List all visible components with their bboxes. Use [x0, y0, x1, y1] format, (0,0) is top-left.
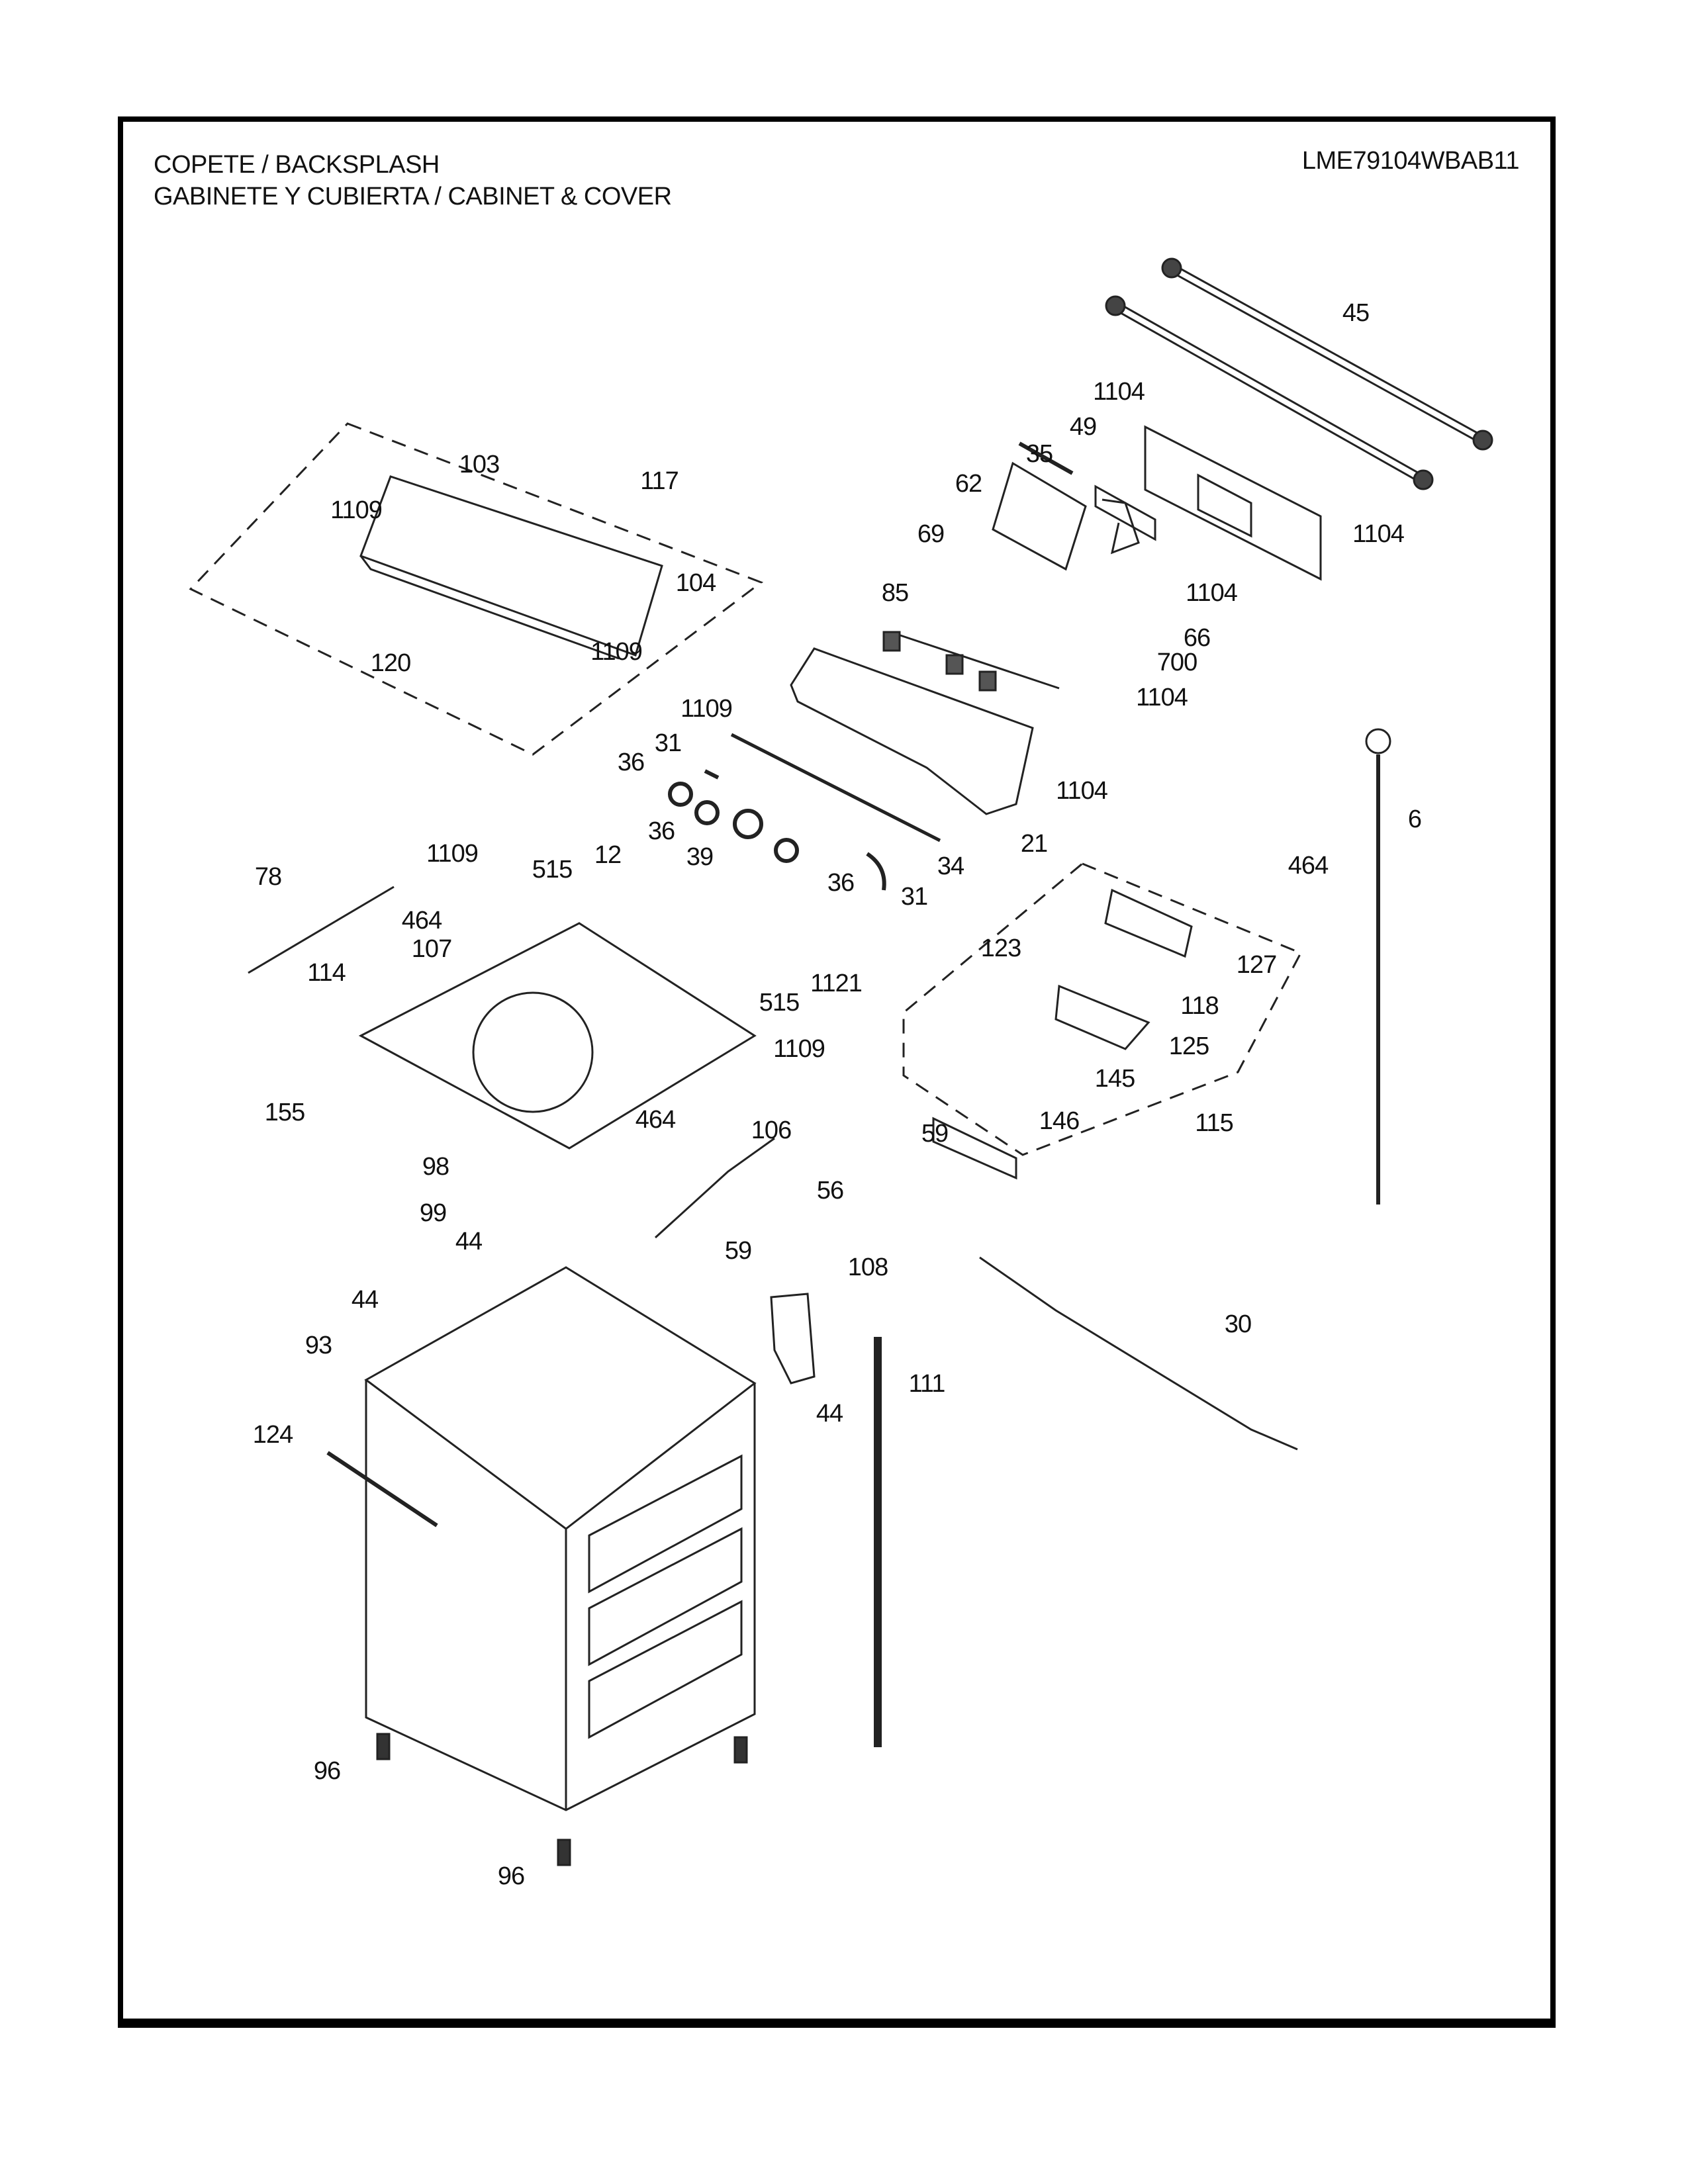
part-85-switches: [882, 631, 1060, 692]
callout-label-515: 515: [759, 989, 800, 1017]
part-69-pcb: [992, 461, 1087, 571]
callout-label-99: 99: [419, 1199, 447, 1227]
part-56-harness: [654, 1137, 775, 1239]
part-45-inlet-hoses: [1105, 257, 1493, 490]
callout-label-117: 117: [640, 467, 679, 495]
part-117-lid: [359, 475, 663, 657]
callout-label-21: 21: [1020, 830, 1048, 858]
callout-label-1104: 1104: [1186, 579, 1238, 607]
callout-label-464: 464: [635, 1106, 676, 1134]
callout-label-123: 123: [980, 934, 1021, 962]
callout-label-108: 108: [847, 1253, 888, 1281]
callout-label-155: 155: [264, 1099, 305, 1126]
callout-label-44: 44: [455, 1228, 483, 1255]
callout-label-1121: 1121: [810, 970, 863, 997]
callout-label-114: 114: [307, 959, 346, 987]
part-21-console: [790, 647, 1034, 815]
callout-label-98: 98: [422, 1153, 449, 1181]
callout-label-36: 36: [647, 817, 675, 845]
part-96-foot: [733, 1736, 748, 1764]
part-117-lid-group: [189, 422, 764, 756]
callout-label-145: 145: [1094, 1065, 1135, 1093]
model-number: LME79104WBAB11: [1301, 147, 1520, 175]
callout-label-1109: 1109: [680, 695, 733, 723]
callout-label-31: 31: [900, 883, 928, 911]
part-115-dispenser-group: [902, 862, 1303, 1156]
callout-label-104: 104: [675, 569, 716, 597]
callout-label-78: 78: [254, 863, 282, 891]
callout-label-44: 44: [351, 1286, 379, 1314]
callout-label-464: 464: [1288, 852, 1329, 880]
callout-label-1109: 1109: [773, 1035, 825, 1063]
callout-label-1104: 1104: [1056, 777, 1108, 805]
callout-label-12: 12: [594, 841, 622, 869]
callout-label-35: 35: [1025, 440, 1053, 468]
callout-label-515: 515: [532, 856, 573, 884]
callout-label-107: 107: [411, 935, 452, 963]
section-title-cabinet-cover: GABINETE Y CUBIERTA / CABINET & COVER: [154, 183, 672, 210]
callout-label-464: 464: [401, 907, 442, 934]
callout-label-120: 120: [370, 649, 411, 677]
callout-label-39: 39: [686, 843, 714, 871]
part-49-rear-panel: [1144, 425, 1322, 581]
callout-label-96: 96: [313, 1757, 341, 1785]
callout-label-49: 49: [1069, 413, 1097, 441]
callout-label-1109: 1109: [426, 840, 479, 868]
callout-label-111: 111: [908, 1370, 946, 1398]
callout-label-34: 34: [937, 852, 964, 880]
callout-label-66: 66: [1183, 624, 1211, 652]
callout-label-85: 85: [881, 579, 909, 607]
part-114-top-cover: [358, 922, 757, 1150]
part-96-foot: [376, 1733, 391, 1760]
part-6-pressure-switch: [1365, 728, 1391, 1205]
callout-label-44: 44: [816, 1400, 843, 1428]
callout-label-103: 103: [459, 451, 500, 478]
callout-label-36: 36: [827, 869, 855, 897]
part-96-foot: [557, 1839, 571, 1866]
part-62-bracket: [1018, 441, 1074, 475]
callout-label-124: 124: [252, 1421, 293, 1449]
callout-label-1104: 1104: [1136, 684, 1188, 711]
callout-label-59: 59: [724, 1237, 752, 1265]
callout-label-31: 31: [654, 729, 682, 757]
part-124-rail: [326, 1451, 438, 1527]
drawing-border: [118, 116, 1556, 2028]
part-66-harness: [1102, 498, 1140, 555]
callout-label-700: 700: [1156, 649, 1197, 676]
knobs: [668, 782, 799, 863]
callout-label-59: 59: [921, 1120, 949, 1148]
callout-label-62: 62: [955, 470, 982, 498]
section-title-backsplash: COPETE / BACKSPLASH: [154, 151, 440, 179]
part-108: [770, 1293, 816, 1385]
callout-label-36: 36: [617, 749, 645, 776]
callout-label-56: 56: [816, 1177, 844, 1205]
callout-label-69: 69: [917, 520, 945, 548]
callout-label-115: 115: [1195, 1109, 1234, 1137]
callout-label-1104: 1104: [1093, 378, 1145, 406]
callout-label-127: 127: [1236, 951, 1277, 979]
part-30-harness: [979, 1256, 1298, 1451]
callout-label-30: 30: [1224, 1310, 1252, 1338]
part-35-plate: [1094, 484, 1156, 541]
callout-label-1104: 1104: [1352, 520, 1405, 548]
callout-label-125: 125: [1168, 1032, 1209, 1060]
callout-label-96: 96: [497, 1862, 525, 1890]
callout-label-146: 146: [1039, 1107, 1080, 1135]
callout-label-106: 106: [751, 1116, 792, 1144]
callout-label-1109: 1109: [590, 638, 643, 666]
callout-label-45: 45: [1342, 299, 1370, 327]
part-78-harness: [248, 886, 395, 974]
callout-label-93: 93: [305, 1332, 332, 1359]
callout-label-6: 6: [1407, 805, 1422, 833]
callout-label-1109: 1109: [330, 496, 383, 524]
part-93-cabinet: [364, 1266, 757, 1811]
callout-label-118: 118: [1180, 992, 1219, 1020]
